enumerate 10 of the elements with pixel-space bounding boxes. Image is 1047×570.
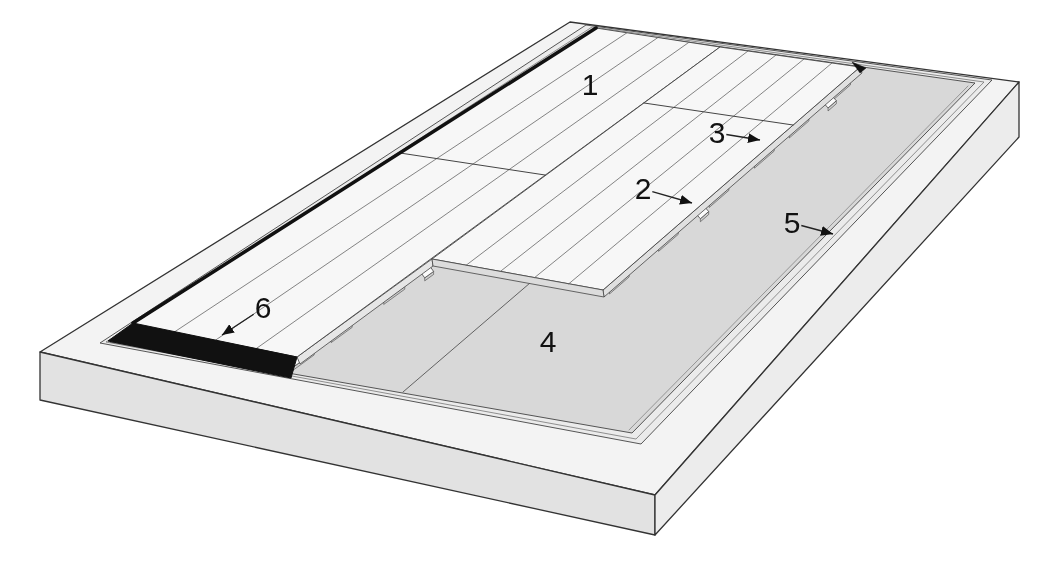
leader-arrow [800,224,834,236]
callout-number: 5 [783,208,801,238]
callout-number: 4 [539,327,557,357]
leader-arrow [725,133,761,143]
leader-arrow [221,313,255,336]
leader-arrow [651,191,693,205]
callout-number: 3 [708,118,726,148]
callout-number: 6 [254,293,272,323]
callout-number: 2 [634,174,652,204]
callout-number: 1 [581,70,599,100]
